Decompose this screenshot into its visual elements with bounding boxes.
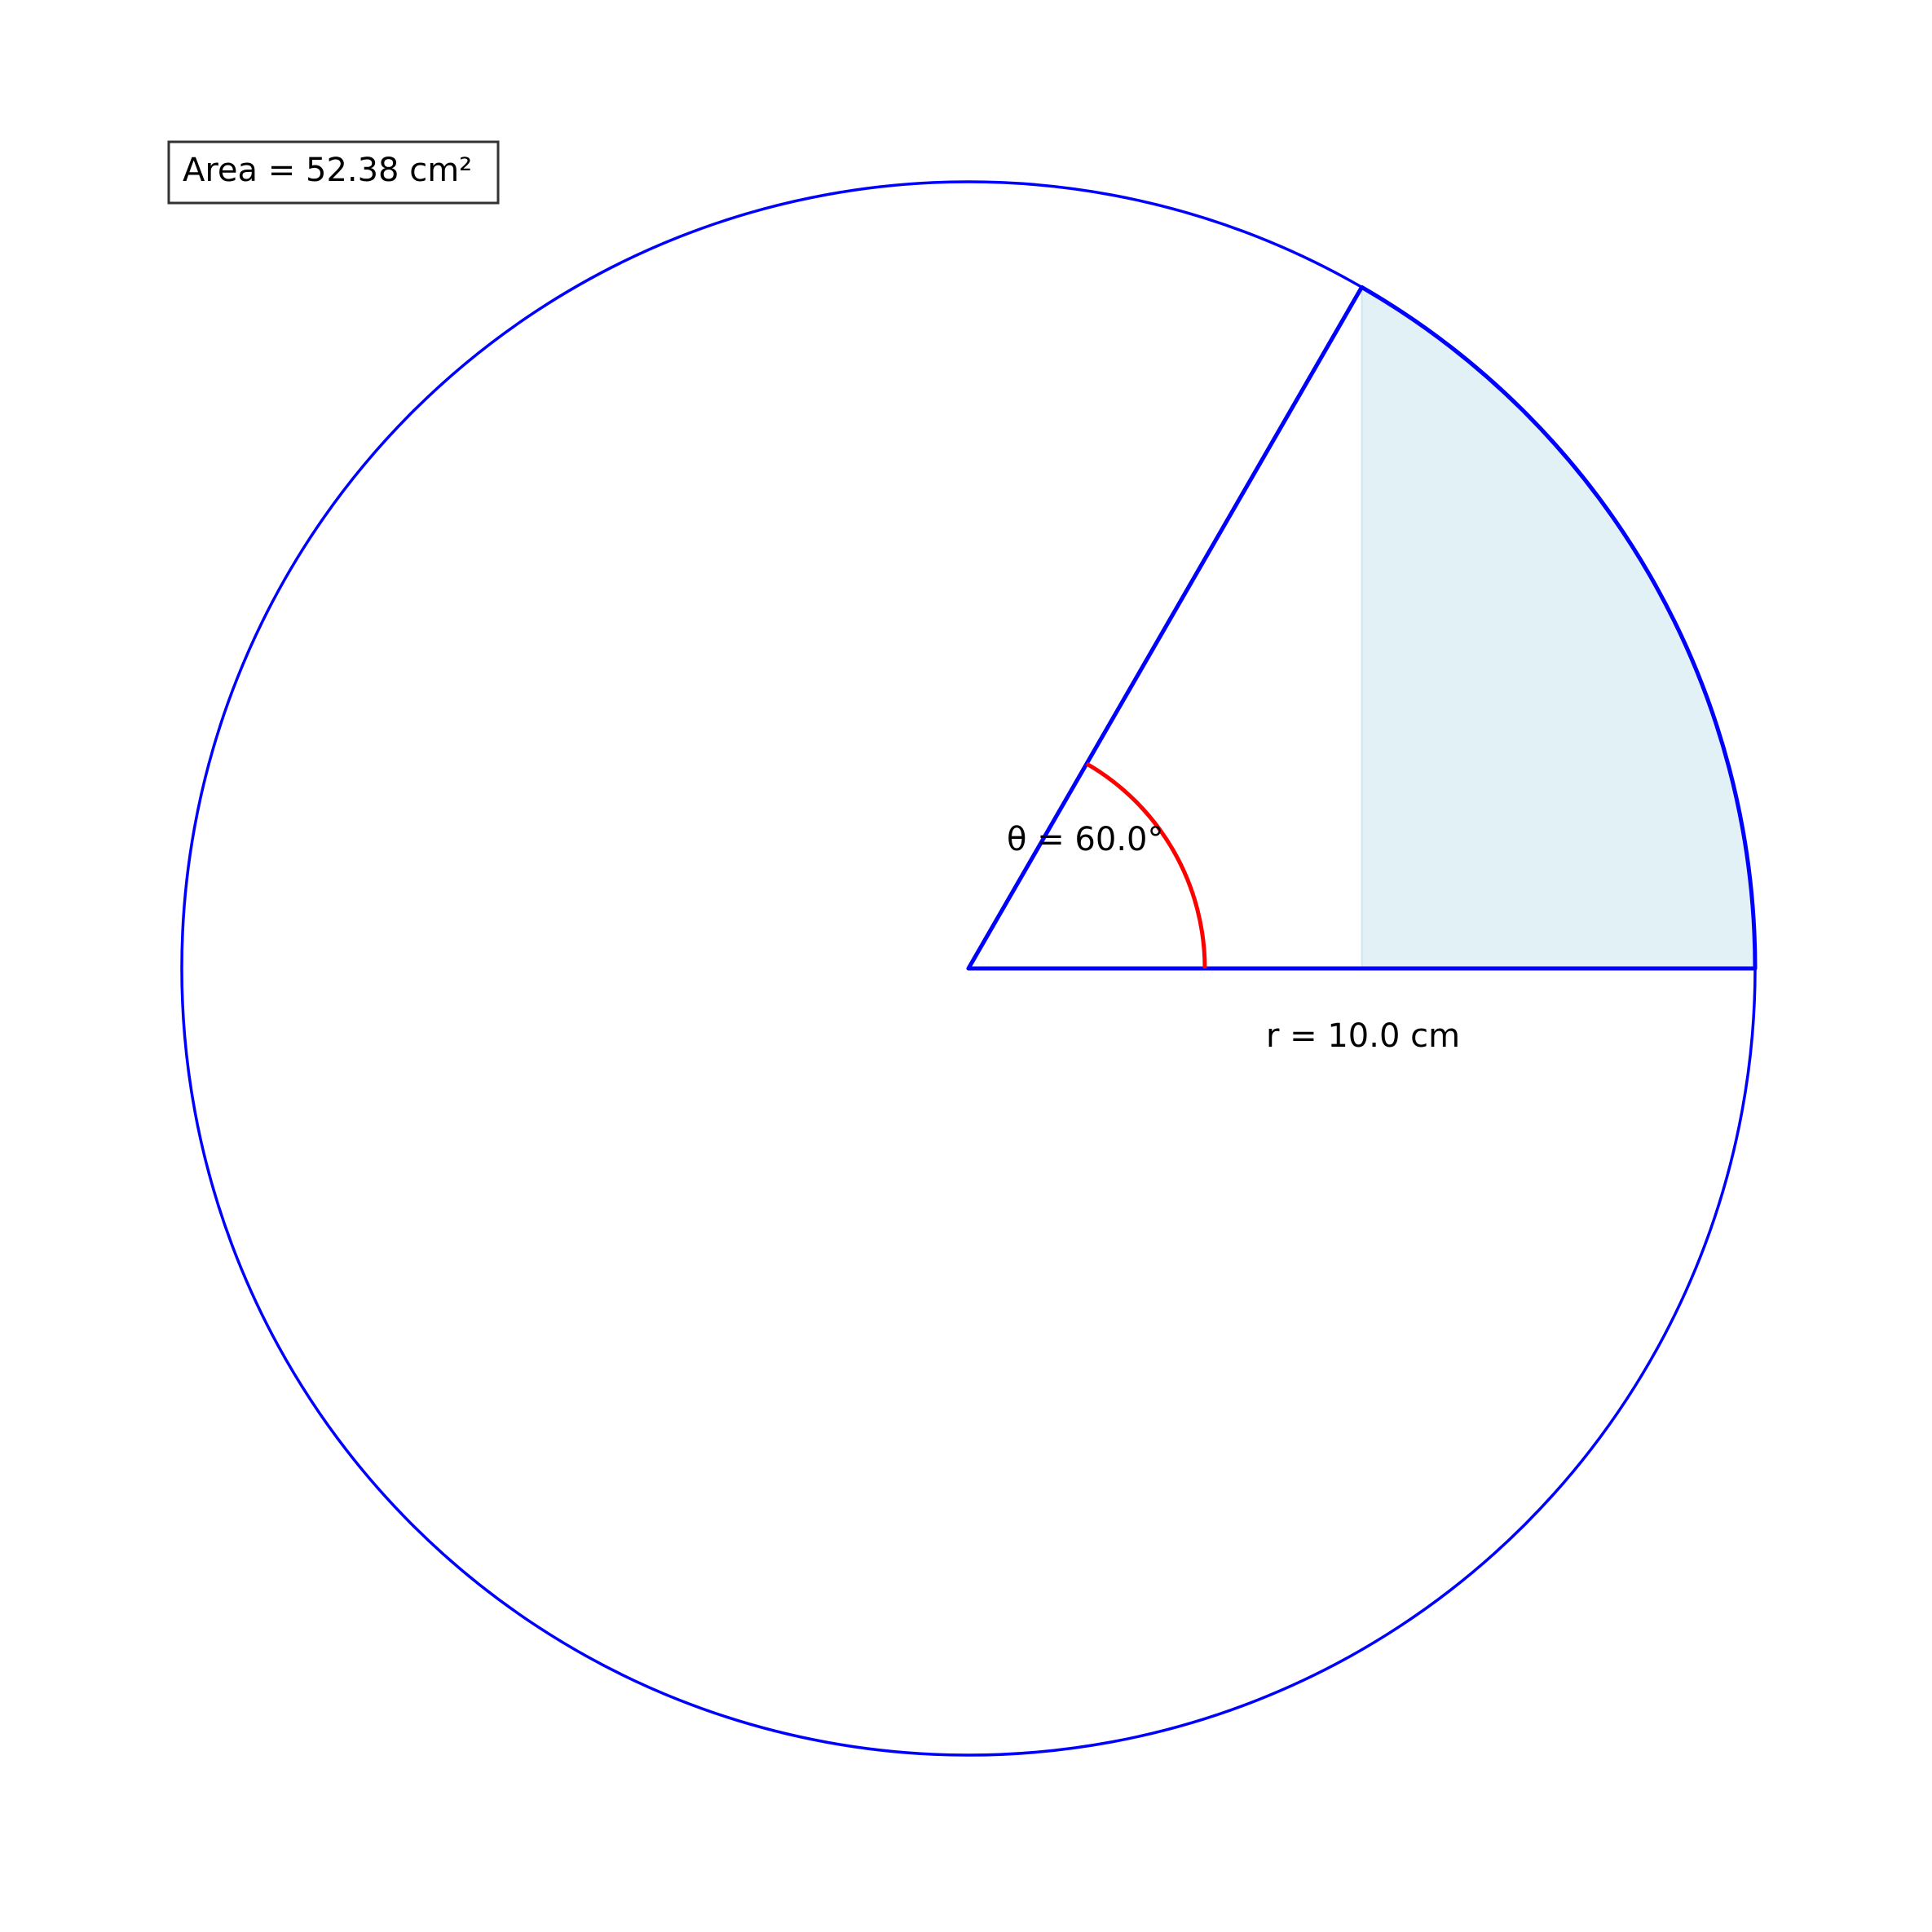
shaded-region <box>1361 285 1757 969</box>
area-label-box <box>167 140 500 205</box>
angle-label: θ = 60.0° <box>1007 821 1163 858</box>
radius-label: r = 10.0 cm <box>1266 1017 1460 1055</box>
area-label: Area = 52.38 cm² <box>183 152 472 189</box>
radius-slanted <box>966 285 1364 971</box>
sector-arc <box>1361 285 1758 969</box>
angle-arc <box>1085 761 1207 969</box>
